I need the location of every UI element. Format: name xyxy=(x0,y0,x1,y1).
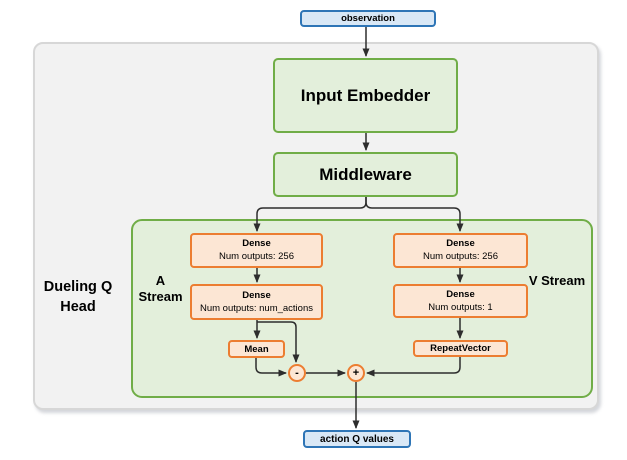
a-dense-256-node: Dense Num outputs: 256 xyxy=(190,233,323,268)
node-subtitle: Num outputs: num_actions xyxy=(199,302,313,314)
dueling-q-head-label: Dueling Q Head xyxy=(43,279,113,315)
a-stream-label: A Stream xyxy=(138,273,183,304)
node-title: Dense xyxy=(242,238,271,249)
mean-node: Mean xyxy=(228,340,285,358)
observation-node: observation xyxy=(300,10,436,27)
node-title: Dense xyxy=(446,238,475,249)
node-title: Dense xyxy=(446,288,475,300)
node-subtitle: Num outputs: 256 xyxy=(423,251,498,262)
v-dense-1-node: Dense Num outputs: 1 xyxy=(393,284,528,318)
repeat-vector-node: RepeatVector xyxy=(413,340,508,357)
plus-junction: + xyxy=(347,364,365,382)
action-q-values-node: action Q values xyxy=(303,430,411,448)
a-dense-num-actions-node: Dense Num outputs: num_actions xyxy=(190,284,323,320)
v-stream-label: V Stream xyxy=(528,273,586,288)
middleware-node: Middleware xyxy=(273,152,458,197)
v-dense-256-node: Dense Num outputs: 256 xyxy=(393,233,528,268)
input-embedder-node: Input Embedder xyxy=(273,58,458,133)
node-subtitle: Num outputs: 1 xyxy=(428,301,493,313)
minus-junction: - xyxy=(288,364,306,382)
node-title: Dense xyxy=(242,289,271,301)
node-subtitle: Num outputs: 256 xyxy=(219,251,294,262)
